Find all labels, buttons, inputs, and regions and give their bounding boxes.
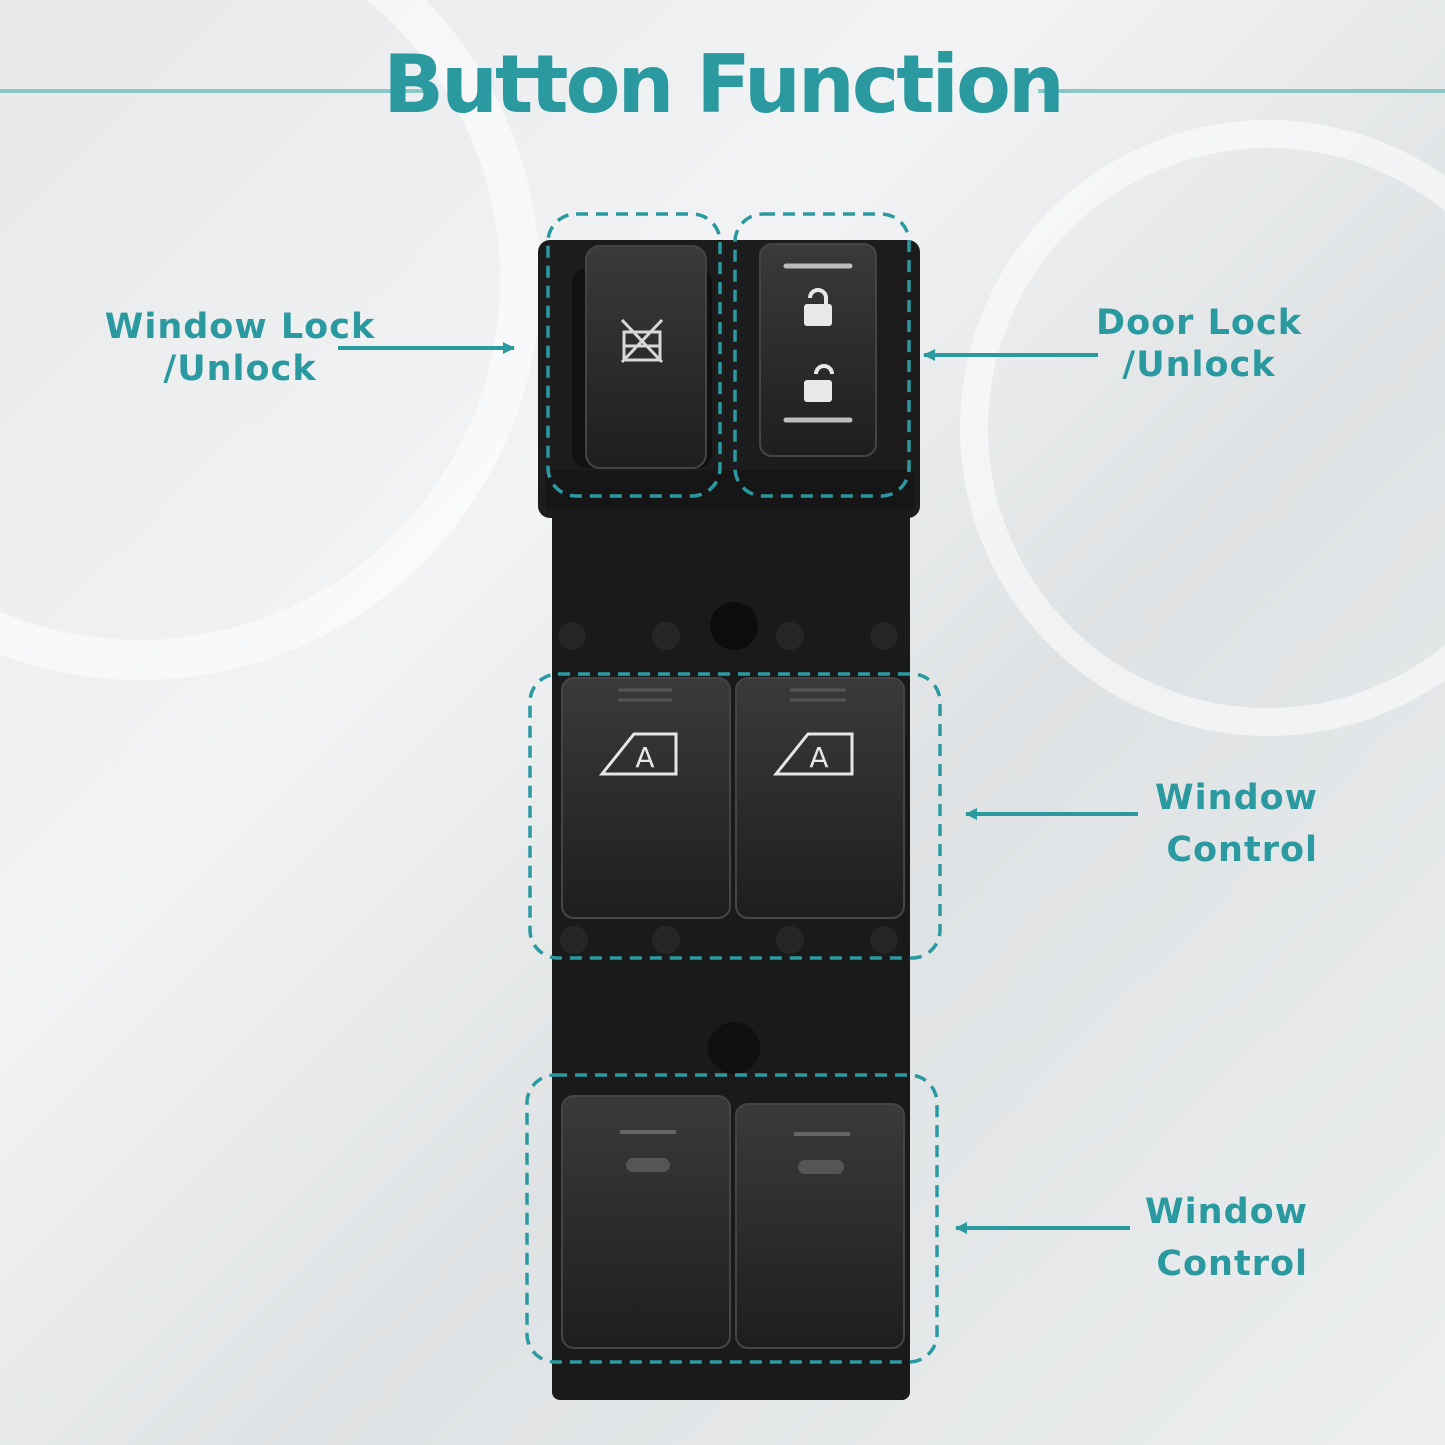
label-window-control-front: Window Control	[1110, 772, 1318, 876]
label-window-control-rear-line2: Control	[1156, 1244, 1308, 1284]
screw-hole-lower	[708, 1022, 760, 1074]
label-window-control-front-line2: Control	[1166, 830, 1318, 870]
screw-hole-upper	[710, 602, 758, 650]
label-door-lock-line1: Door Lock	[1096, 303, 1302, 343]
unlock-icon	[804, 364, 834, 402]
window-control-rear-right[interactable]	[735, 1103, 905, 1349]
label-window-lock-line1: Window Lock	[104, 307, 376, 347]
auto-window-icon	[598, 732, 678, 776]
lock-icon	[804, 288, 832, 326]
label-door-lock: Door Lock /Unlock	[1092, 302, 1306, 386]
highlight-window-control-rear	[525, 1073, 939, 1364]
title-rule-right	[1038, 89, 1445, 93]
rivets-lower	[560, 926, 898, 954]
auto-window-mark: A	[809, 741, 828, 774]
highlight-window-lock	[546, 212, 722, 498]
switch-top-ledge	[545, 470, 915, 510]
label-window-control-rear: Window Control	[1100, 1186, 1308, 1290]
page-title: Button Function	[383, 38, 1065, 131]
rivets-upper	[558, 622, 898, 650]
label-window-lock: Window Lock /Unlock	[102, 306, 378, 390]
auto-window-mark: A	[635, 741, 654, 774]
window-lock-icon	[620, 318, 664, 364]
window-lock-button[interactable]	[585, 245, 707, 469]
label-window-lock-line2: /Unlock	[163, 349, 317, 389]
door-lock-button[interactable]	[759, 243, 877, 457]
window-control-front-left[interactable]: A	[561, 677, 731, 919]
window-control-front-right[interactable]: A	[735, 677, 905, 919]
window-control-rear-left[interactable]	[561, 1095, 731, 1349]
title-rule-left	[0, 89, 428, 93]
highlight-door-lock	[733, 212, 911, 498]
label-door-lock-line2: /Unlock	[1122, 345, 1276, 385]
label-window-control-rear-line1: Window	[1145, 1192, 1308, 1232]
auto-window-icon	[772, 732, 854, 776]
label-window-control-front-line1: Window	[1155, 778, 1318, 818]
highlight-window-control-front	[528, 672, 942, 960]
